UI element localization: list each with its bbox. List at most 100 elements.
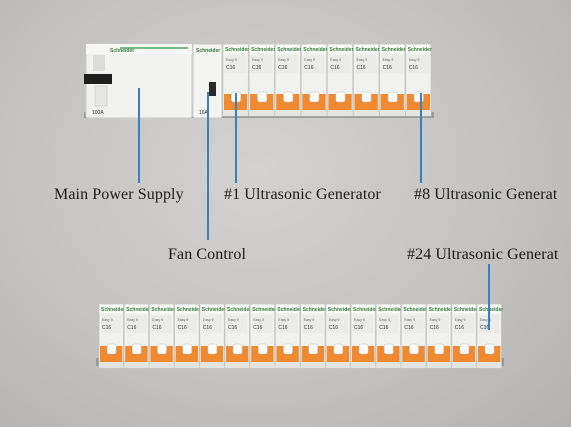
breaker-toggle-handle[interactable]	[384, 343, 394, 355]
breaker-rating-text: C16	[357, 65, 366, 71]
breaker-model-text: Easy 9	[203, 318, 214, 322]
breaker-rating-text: C16	[203, 325, 212, 331]
breaker-model-text: Easy 9	[127, 318, 138, 322]
fan-brand-text: Schneider	[196, 48, 220, 54]
breaker-rating-text: C16	[480, 325, 489, 331]
breaker-model-text: Easy 9	[102, 318, 113, 322]
breaker-toggle-handle[interactable]	[257, 91, 268, 103]
breaker-rating-text: C16	[330, 65, 339, 71]
breaker-brand-text: Schneider	[329, 47, 353, 53]
breaker-toggle-handle[interactable]	[283, 343, 293, 355]
breaker-toggle-handle[interactable]	[333, 343, 344, 355]
breaker-toggle-handle[interactable]	[207, 343, 218, 355]
label-main-power-supply: Main Power Supply	[54, 186, 184, 203]
breaker-brand-text: Schneider	[353, 307, 377, 313]
breaker-model-text: Easy 9	[304, 318, 315, 322]
main-switch-handle[interactable]	[84, 74, 112, 84]
breaker-model-text: Easy 9	[404, 318, 415, 322]
breaker-toggle-handle[interactable]	[361, 91, 372, 103]
main-rating-text: 100A	[92, 110, 104, 116]
breaker-model-text: Easy 9	[430, 318, 441, 322]
breaker-toggle-handle[interactable]	[232, 343, 243, 355]
breaker-model-text: Easy 9	[409, 58, 420, 62]
breaker-brand-text: Schneider	[356, 47, 380, 53]
breaker-brand-text: Schneider	[151, 307, 175, 313]
breaker-brand-text: Schneider	[177, 307, 201, 313]
breaker-rating-text: C16	[252, 65, 261, 71]
breaker-toggle-handle[interactable]	[459, 343, 470, 355]
breaker-brand-text: Schneider	[429, 307, 453, 313]
breaker-model-text: Easy 9	[455, 318, 466, 322]
breaker-model-text: Easy 9	[354, 318, 365, 322]
breaker-rating-text: C16	[178, 325, 187, 331]
breaker-rating-text: C16	[278, 325, 287, 331]
breaker-toggle-handle[interactable]	[283, 91, 294, 103]
breaker-brand-text: Schneider	[202, 307, 226, 313]
breaker-toggle-handle[interactable]	[309, 91, 320, 103]
breaker-model-text: Easy 9	[228, 318, 239, 322]
breaker-rating-text: C16	[226, 65, 235, 71]
breaker-toggle-handle[interactable]	[106, 343, 117, 355]
breaker-toggle-handle[interactable]	[409, 343, 419, 355]
label-generator-24: #24 Ultrasonic Generat	[407, 246, 559, 263]
breaker-toggle-handle[interactable]	[387, 91, 398, 103]
breaker-rating-text: C16	[152, 325, 161, 331]
breaker-model-text: Easy 9	[480, 318, 491, 322]
breaker-brand-text: Schneider	[378, 307, 402, 313]
breaker-rating-text: C16	[304, 65, 313, 71]
breaker-toggle-handle[interactable]	[182, 343, 192, 355]
breaker-toggle-handle[interactable]	[484, 343, 495, 355]
breaker-rating-text: C16	[379, 325, 388, 331]
breaker-toggle-handle[interactable]	[413, 91, 424, 103]
breaker-rating-text: C16	[304, 325, 313, 331]
breaker-rating-text: C16	[228, 325, 237, 331]
breaker-brand-text: Schneider	[227, 307, 251, 313]
breaker-model-text: Easy 9	[252, 58, 263, 62]
breaker-toggle-handle[interactable]	[434, 343, 444, 355]
breaker-model-text: Easy 9	[226, 58, 237, 62]
breaker-rating-text: C16	[253, 325, 262, 331]
breaker-toggle-handle[interactable]	[132, 343, 142, 355]
breaker-toggle-handle[interactable]	[258, 343, 268, 355]
breaker-rating-text: C16	[329, 325, 338, 331]
breaker-brand-text: Schneider	[479, 307, 503, 313]
breaker-brand-text: Schneider	[225, 47, 249, 53]
breaker-rating-text: C16	[102, 325, 111, 331]
breaker-model-text: Easy 9	[278, 58, 289, 62]
breaker-model-text: Easy 9	[178, 318, 189, 322]
main-brand-text: Schneider	[110, 48, 134, 54]
breaker-toggle-handle[interactable]	[358, 343, 369, 355]
breaker-brand-text: Schneider	[303, 47, 327, 53]
fan-rating-text: 16A	[199, 110, 209, 116]
breaker-rating-text: C16	[383, 65, 392, 71]
breaker-brand-text: Schneider	[126, 307, 150, 313]
breaker-brand-text: Schneider	[277, 307, 301, 313]
fan-control-module: Schneider 16A	[192, 43, 223, 119]
breaker-toggle-handle[interactable]	[157, 343, 167, 355]
breaker-model-text: Easy 9	[330, 58, 341, 62]
breaker-toggle-handle[interactable]	[335, 91, 346, 103]
breaker-brand-text: Schneider	[252, 307, 276, 313]
breaker-rating-text: C16	[404, 325, 413, 331]
fan-switch-handle[interactable]	[209, 82, 216, 96]
main-power-supply-module: Schneider 100A	[84, 43, 193, 119]
breaker-toggle-handle[interactable]	[308, 343, 318, 355]
